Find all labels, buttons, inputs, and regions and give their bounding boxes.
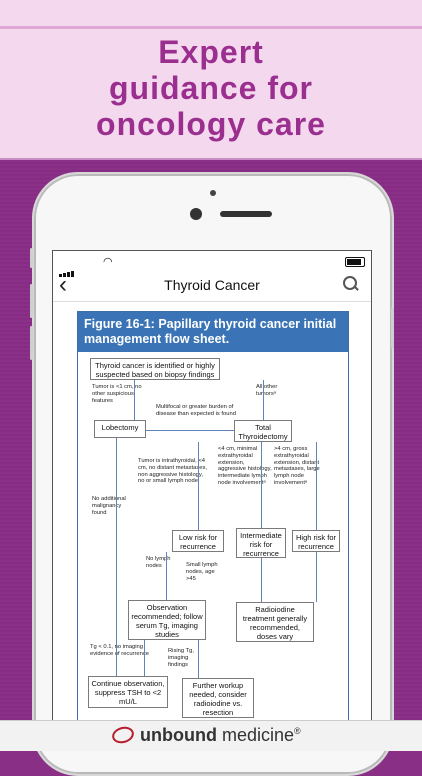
earpiece-speaker xyxy=(220,211,272,217)
banner-divider xyxy=(0,26,422,29)
node-radioiodine: Radioiodine treatment generally recommen… xyxy=(236,602,314,642)
node-continue-observation: Continue observation, suppress TSH to <2… xyxy=(88,676,168,708)
connector-line xyxy=(316,442,317,530)
front-camera xyxy=(190,208,202,220)
node-further-workup: Further workup needed, consider radioiod… xyxy=(182,678,254,718)
figure-title: Figure 16-1: Papillary thyroid cancer in… xyxy=(78,312,348,352)
signal-icon xyxy=(59,259,75,277)
banner-title-line-2: guidance for xyxy=(108,70,313,106)
node-total-thyroidectomy: Total Thyroidectomy xyxy=(234,420,292,442)
mute-switch xyxy=(30,248,33,268)
label-tumor-small: Tumor is <1 cm, no other suspicious feat… xyxy=(92,384,142,404)
registered-mark: ® xyxy=(294,726,301,736)
banner-title-line-3: oncology care xyxy=(96,106,326,142)
label-gt4cm: >4 cm, gross extrathyroidal extension, d… xyxy=(274,446,320,486)
label-all-other: All other tumorsᵃ xyxy=(256,384,278,397)
search-icon[interactable] xyxy=(343,276,359,292)
label-multifocal: Multifocal or greater burden of disease … xyxy=(156,404,236,417)
status-bar: ◠ xyxy=(53,251,371,277)
connector-line xyxy=(198,640,199,678)
phone-screen: ◠ ‹ Thyroid Cancer Figure 16-1: Papillar… xyxy=(52,250,372,722)
connector-line xyxy=(198,442,199,530)
unbound-logo-icon xyxy=(110,724,136,746)
power-button xyxy=(391,308,394,348)
volume-up-button xyxy=(30,284,33,318)
connector-line xyxy=(261,442,262,528)
volume-down-button xyxy=(30,326,33,360)
connector-line xyxy=(316,552,317,602)
flowchart: Thyroid cancer is identified or highly s… xyxy=(86,356,340,721)
node-high-risk: High risk for recurrence xyxy=(292,530,340,552)
label-lt4cm: <4 cm, minimal extrathyroidal extension,… xyxy=(218,446,272,486)
proximity-sensor xyxy=(210,190,216,196)
label-no-malignancy: No additional malignancy found xyxy=(92,496,126,516)
node-start: Thyroid cancer is identified or highly s… xyxy=(90,358,220,380)
label-rising-tg: Rising Tg, imaging findings xyxy=(168,648,194,668)
connector-line xyxy=(263,380,264,420)
nav-bar: ‹ Thyroid Cancer xyxy=(53,271,371,302)
connector-line xyxy=(146,430,234,431)
wifi-icon: ◠ xyxy=(103,256,113,268)
brand-unbound: unbound xyxy=(140,725,217,745)
connector-line xyxy=(261,558,262,602)
connector-line xyxy=(144,640,145,676)
label-no-lymph: No lymph nodes xyxy=(146,556,171,569)
banner-title-line-1: Expert xyxy=(158,34,264,70)
connector-line xyxy=(116,438,117,676)
battery-icon xyxy=(345,257,365,267)
nav-title: Thyroid Cancer xyxy=(164,277,260,293)
node-observation: Observation recommended; follow serum Tg… xyxy=(128,600,206,640)
label-tg-low: Tg < 0.1, no imaging evidence of recurre… xyxy=(90,644,149,657)
connector-line xyxy=(134,380,135,420)
node-low-risk: Low risk for recurrence xyxy=(172,530,224,552)
figure-card: Figure 16-1: Papillary thyroid cancer in… xyxy=(77,311,349,721)
promo-banner: Expert guidance for oncology care xyxy=(0,0,422,160)
brand-wordmark: unbound medicine® xyxy=(140,725,301,746)
label-intrathyroidal: Tumor is intrathyroidal, <4 cm, no dista… xyxy=(138,458,207,485)
brand-medicine: medicine xyxy=(216,725,295,745)
connector-line xyxy=(166,552,167,600)
footer-bar: unbound medicine® xyxy=(0,720,422,751)
node-intermediate-risk: Intermediate risk for recurrence xyxy=(236,528,286,558)
banner-title: Expert guidance for oncology care xyxy=(0,34,422,142)
node-lobectomy: Lobectomy xyxy=(94,420,146,438)
back-chevron-icon[interactable]: ‹ xyxy=(59,271,67,298)
label-small-lymph: Small lymph nodes, age >45 xyxy=(186,562,218,582)
